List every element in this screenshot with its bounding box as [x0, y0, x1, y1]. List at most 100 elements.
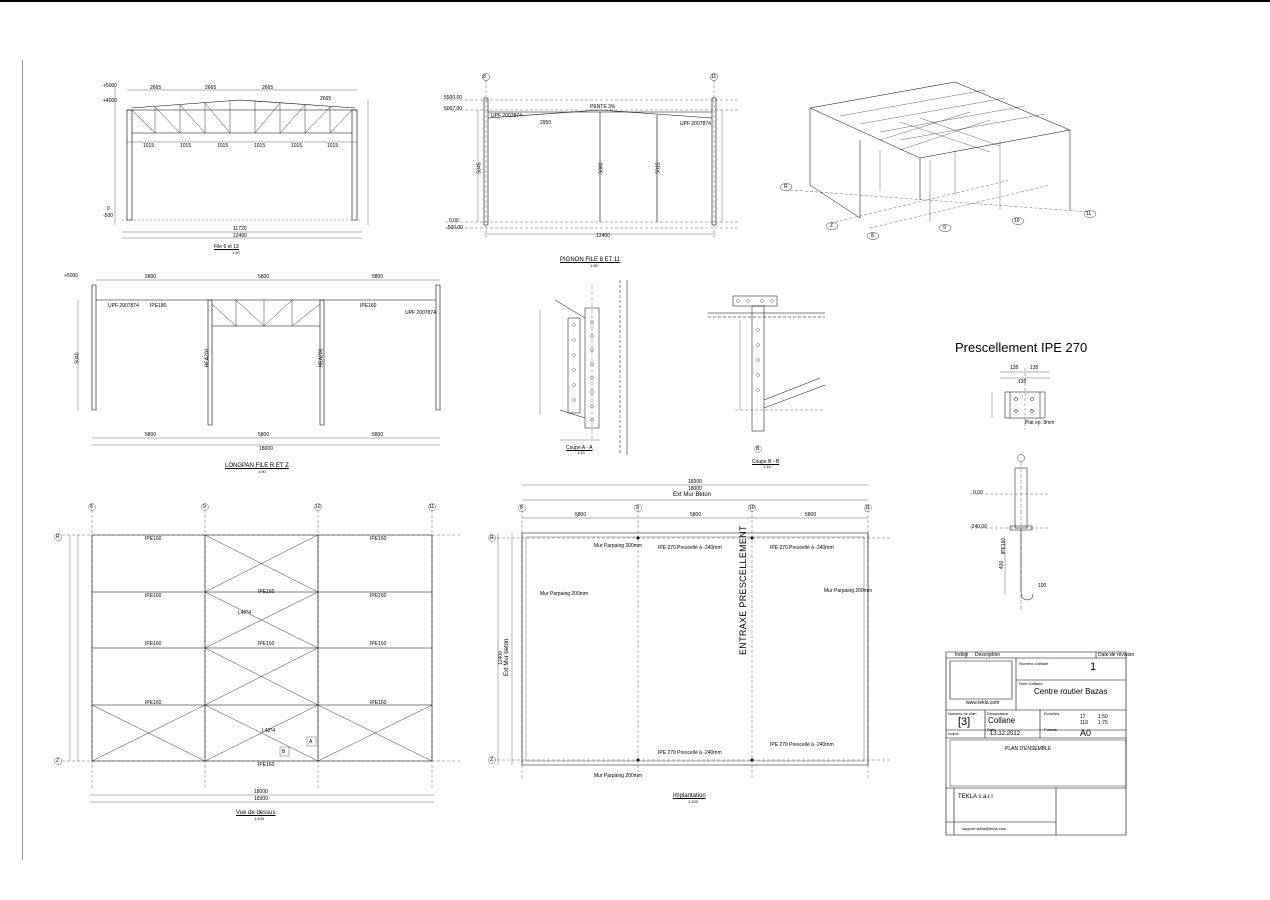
impl-note-ipe-3: IPE 270 Prescellé à -240mm [658, 750, 722, 756]
implantation-caption: Implantation [673, 793, 706, 799]
pignon-upn-left: UPF 2007874 [491, 113, 522, 119]
level-mid: +4000 [103, 98, 118, 104]
pignon-level-low: 0.00 [449, 218, 459, 224]
dim-top-3: 2665 [262, 85, 274, 91]
iso-grid-11: 11 [1086, 211, 1092, 217]
tb-dessinateur: Collane [988, 716, 1016, 725]
elevation-file6-caption: File 6 et 13 [214, 244, 239, 250]
longpan-total: 18000 [259, 446, 273, 452]
tb-date-label: Date [987, 727, 996, 732]
prescellement-title: Prescellement IPE 270 [955, 340, 1088, 355]
impl-grid-9: 9 [636, 505, 639, 511]
pignon-grid-right: 11 [711, 74, 717, 80]
tb-dessin-no-label: Numéro d'affaire [1019, 661, 1049, 666]
impl-note-wall-bottom: Mur Parpaing 200mm [594, 773, 643, 779]
prescellement-dim-b: 135 [1030, 365, 1039, 371]
tb-date: 13.12.2012 [990, 731, 1021, 737]
tb-plan-title: PLAN D'ENSEMBLE [1005, 746, 1052, 752]
vd-beam-4: IPE160 [258, 589, 275, 595]
tb-header-date: Date de révision [1098, 652, 1135, 658]
level-top: +5000 [103, 83, 118, 89]
pignon-dim-mid: 2950 [540, 120, 552, 126]
vd-grid-11: 11 [429, 504, 435, 510]
impl-grid-10: 10 [749, 505, 755, 511]
prescellement-level-bot: -240.00 [970, 524, 987, 530]
coupe-aa-scale: 1:10 [577, 450, 585, 455]
tb-echelles-d: 1:75 [1098, 720, 1108, 726]
longpan-level: +5000 [64, 273, 79, 279]
impl-note-ipe-1: IPE 270 Prescellé à -240mm [658, 545, 722, 551]
vd-total-b: 18000 [254, 789, 268, 795]
pignon-level-mid: 5007.00 [444, 106, 463, 112]
vd-beam-2: IPE160 [370, 536, 387, 542]
dim-bottom-5: 1015 [291, 143, 303, 149]
tb-dessinateur-label: Dessinateur [987, 711, 1009, 716]
tb-nom: Centre routier Bazas [1034, 687, 1108, 696]
dim-total-b: 12400 [233, 233, 247, 239]
vue-dessus-scale: 1:100 [254, 816, 265, 821]
vue-dessus-caption: Vue de dessus [236, 810, 276, 816]
dim-bottom-6: 1015 [327, 143, 339, 149]
iso-grid-9: 9 [943, 225, 946, 231]
tb-echelles-label: Echelles [1044, 711, 1060, 716]
impl-note-ipe-4: IPE 270 Prescellé à -240mm [770, 742, 834, 748]
tb-echelles-a: 17 [1080, 714, 1086, 720]
vd-beam-7: IPE160 [258, 641, 275, 647]
vd-row-z: Z [56, 758, 60, 764]
impl-span-1: 5800 [575, 512, 587, 518]
dim-top-1: 2665 [150, 85, 162, 91]
vd-beam-1: IPE160 [145, 536, 162, 542]
impl-note-ipe-2: IPE 270 Prescellé à -240mm [770, 545, 834, 551]
longpan-caption: LONGPAN FILE R ET Z [225, 463, 289, 469]
dim-top-4: 2665 [320, 96, 332, 102]
impl-wall-label: Ext Mur Beton [673, 492, 712, 498]
level-bottom: -500 [103, 213, 114, 219]
tb-company: TEKLA s.a.r.l [958, 794, 993, 800]
dim-bottom-3: 1015 [217, 143, 229, 149]
coupe-bb-caption: Coupe B - B [752, 459, 780, 465]
vd-mark-b: B [282, 749, 286, 755]
impl-grid-8: 8 [520, 505, 523, 511]
tb-indice-label: Indice [948, 731, 959, 736]
coupe-bb-scale: 1:10 [763, 464, 771, 469]
iso-grid-10: 10 [1014, 218, 1020, 224]
longpan-dim-top-1: 5800 [145, 274, 157, 280]
longpan-dim-bottom-2: 5800 [258, 432, 270, 438]
vd-beam-11: IPE160 [258, 762, 275, 768]
longpan-right-label: UPF 2007874 [405, 310, 436, 316]
level-zero: 0 [107, 206, 110, 212]
vd-beam-3: IPE160 [145, 593, 162, 599]
implantation-scale: 1:100 [688, 799, 699, 804]
vd-beam-5: IPE160 [370, 593, 387, 599]
tb-support: support-tekla@tekla.com [962, 826, 1007, 831]
vd-beam-8: IPE160 [370, 641, 387, 647]
pignon-level-top: 5500.00 [444, 95, 463, 101]
iso-row-z: Z [830, 223, 834, 229]
vd-row-r: R [56, 534, 60, 540]
longpan-ipe-right: IPE160 [360, 303, 377, 309]
vd-grid-10: 10 [315, 504, 321, 510]
dim-bottom-2: 1015 [180, 143, 192, 149]
impl-dim-wall: 18000 [688, 486, 702, 492]
vd-beam-10: IPE160 [370, 700, 387, 706]
impl-grid-11: 11 [865, 505, 871, 511]
tb-echelles-c: 1:50 [1098, 714, 1108, 720]
pignon-slope: PENTE 3% [590, 104, 616, 110]
sheet-left-margin-line [22, 60, 23, 860]
vd-brace-2: L40*4 [262, 728, 276, 734]
dim-total-a: 11720 [233, 226, 247, 232]
vd-beam-9: IPE160 [145, 700, 162, 706]
dim-bottom-4: 1015 [254, 143, 266, 149]
impl-note-wall-right: Mur Parpaing 200mm [824, 588, 873, 594]
dim-bottom-1: 1015 [143, 143, 155, 149]
vd-grid-8: 8 [90, 504, 93, 510]
